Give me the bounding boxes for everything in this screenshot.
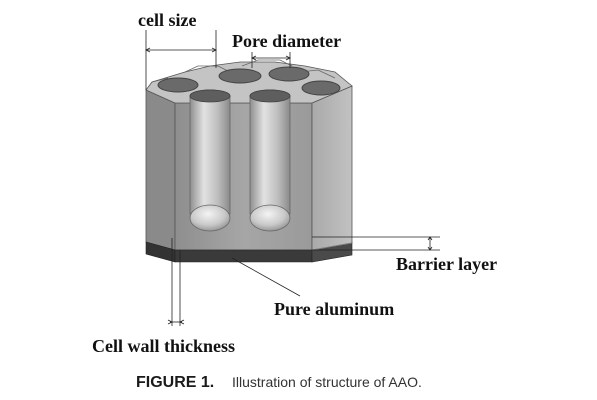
pore-opening bbox=[268, 66, 310, 82]
pore-opening bbox=[301, 80, 341, 96]
label-barrier-layer: Barrier layer bbox=[396, 254, 497, 274]
label-cell-size: cell size bbox=[138, 10, 196, 30]
block-right-face bbox=[311, 85, 353, 251]
base-layers bbox=[145, 241, 353, 263]
barrier-layer-front bbox=[174, 249, 313, 263]
pore-bottom-dome bbox=[249, 204, 291, 232]
barrier-top-edge bbox=[311, 242, 353, 251]
dimension-lines bbox=[145, 30, 440, 326]
pore-cylinders bbox=[189, 89, 291, 232]
caption-text: Illustration of structure of AAO. bbox=[232, 374, 422, 390]
label-pure-aluminum: Pure aluminum bbox=[274, 299, 394, 319]
pore-bottom-dome bbox=[189, 204, 231, 232]
figure-caption: FIGURE 1. Illustration of structure of A… bbox=[136, 374, 422, 391]
pore-cylinder bbox=[249, 95, 291, 215]
pore-cylinder bbox=[189, 95, 231, 215]
pore-opening bbox=[157, 77, 199, 93]
label-pore-diameter: Pore diameter bbox=[232, 31, 341, 51]
block-left-face bbox=[145, 89, 176, 251]
pore-top-rim bbox=[189, 89, 231, 103]
pore-top-rim bbox=[249, 89, 291, 103]
label-cell-wall-thickness: Cell wall thickness bbox=[92, 336, 235, 356]
pore-opening bbox=[218, 68, 262, 84]
caption-figure-label: FIGURE 1. bbox=[136, 374, 214, 391]
